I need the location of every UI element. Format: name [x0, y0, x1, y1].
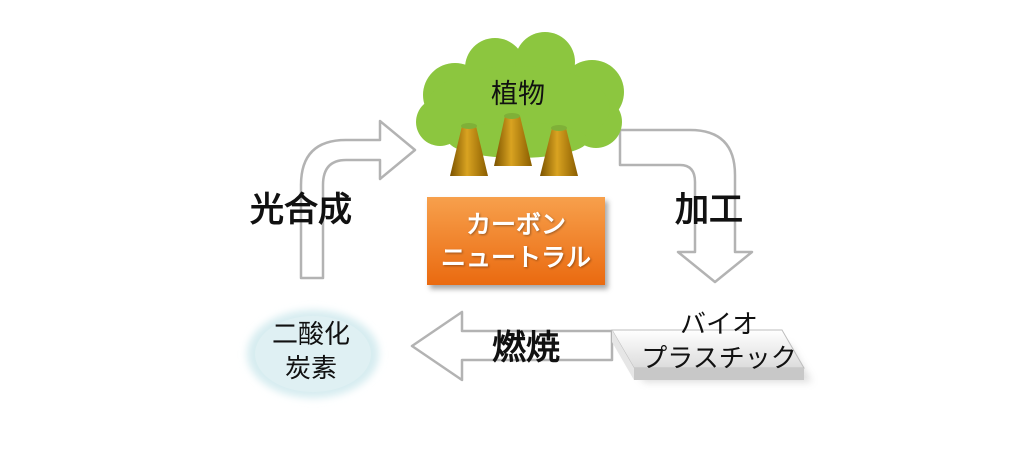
tree-trunks [450, 116, 578, 176]
bioplastic-label-line2: プラスチック [641, 344, 797, 374]
tree-illustration [416, 32, 624, 176]
plant-label: 植物 [491, 79, 545, 110]
processing-arrow [618, 128, 754, 284]
badge-line1: カーボン [465, 210, 566, 239]
bioplastic-label: バイオ プラスチック [604, 308, 834, 376]
photosynthesis-label: 光合成 [250, 190, 352, 230]
co2-label-line1: 二酸化 [271, 320, 350, 350]
co2-label-line2: 炭素 [284, 354, 337, 384]
bioplastic-slab [611, 329, 812, 382]
photosynthesis-arrow [299, 119, 417, 280]
combustion-label: 燃焼 [492, 328, 560, 368]
co2-label: 二酸化 炭素 [256, 318, 366, 386]
combustion-arrow [410, 310, 614, 382]
co2-cloud [247, 310, 379, 398]
bioplastic-label-line1: バイオ [679, 310, 758, 340]
carbon-neutral-badge: カーボン ニュートラル [427, 197, 605, 285]
processing-label: 加工 [675, 190, 743, 230]
badge-line2: ニュートラル [440, 243, 591, 272]
